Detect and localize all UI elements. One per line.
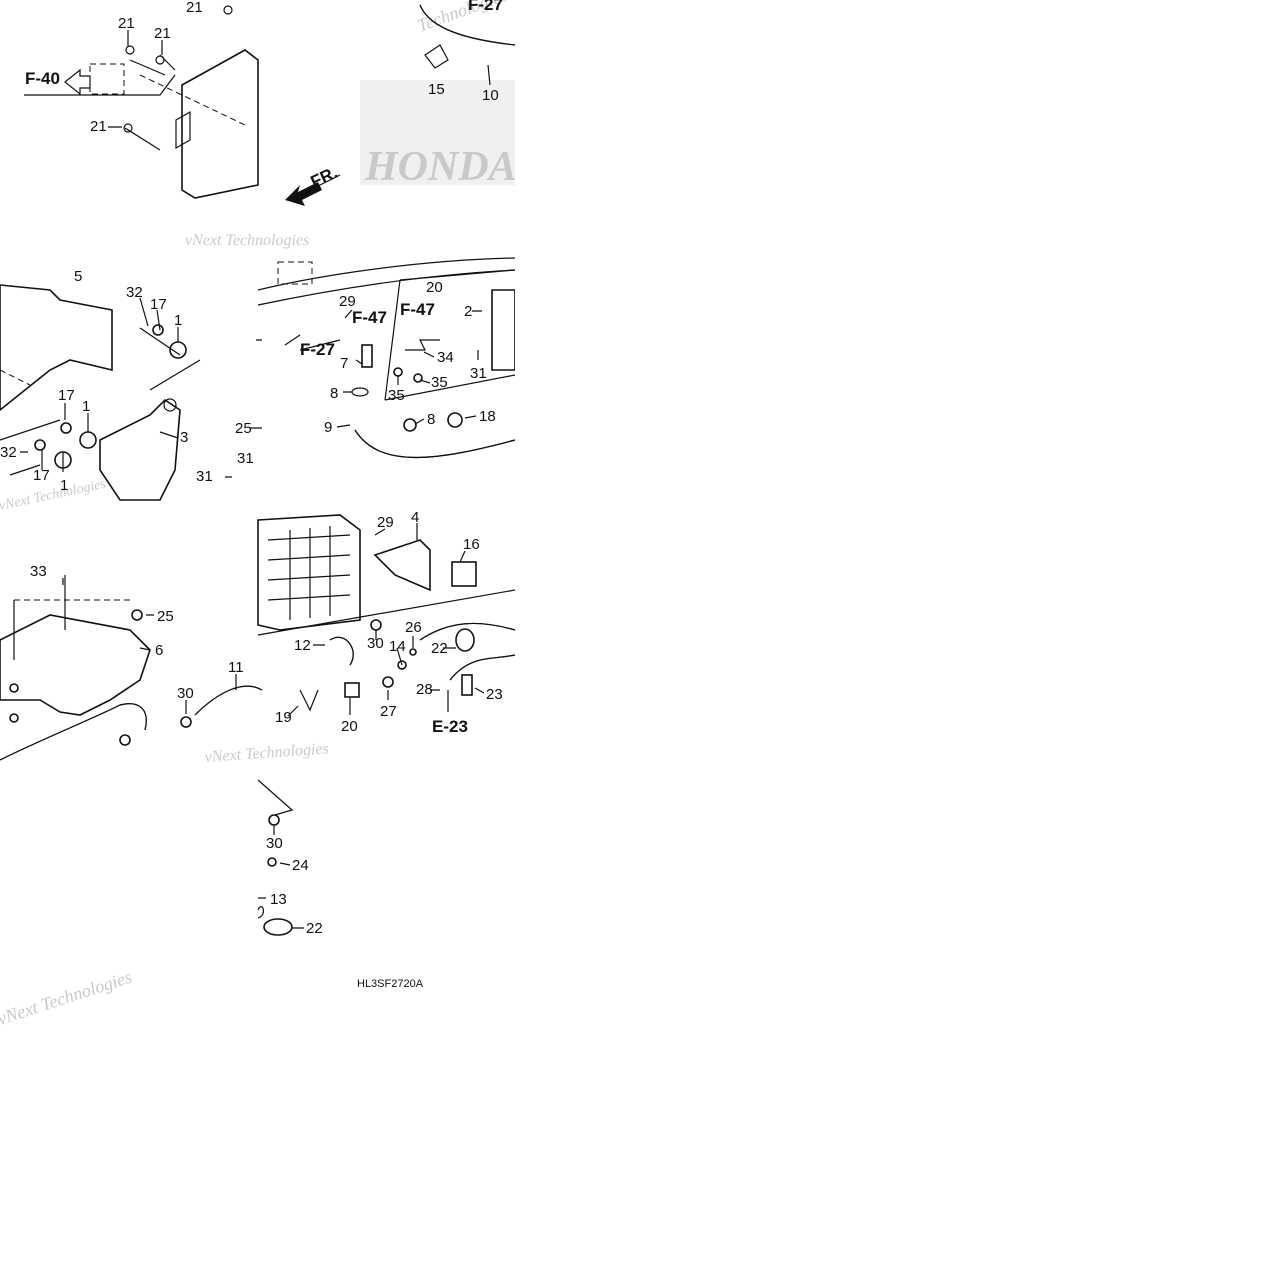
honda-watermark: HONDA [360,80,517,190]
part-label: 20 [341,718,358,735]
panel-small-parts [257,779,294,936]
ref-label: F-47 [400,300,435,319]
part-label: 21 [90,118,107,135]
part-label: 6 [155,642,163,659]
callouts: 21 21 21 21 15 10 5 32 17 1 17 1 3 32 17… [0,0,503,937]
panel-canister-lower [257,514,516,712]
image-code: HL3SF2720A [357,978,424,990]
part-label: 30 [266,835,283,852]
part-label: 8 [427,411,435,428]
ref-label: F-27 [468,0,503,14]
part-label: 17 [58,387,75,404]
front-direction-arrow: FR. [285,163,341,206]
part-label: 31 [196,468,213,485]
panel-mount-bracket [0,284,201,501]
part-label: 30 [367,635,384,652]
part-label: 34 [437,349,454,366]
panel-cover-bracket [24,5,341,201]
part-label: 25 [235,420,252,437]
part-label: 15 [428,81,445,98]
watermark-text: vNext Technologies [0,477,108,514]
part-label: 33 [30,563,47,580]
part-label: 22 [306,920,323,937]
part-label: 2 [464,303,472,320]
part-label: 17 [150,296,167,313]
part-label: 7 [340,355,348,372]
ref-label: E-23 [432,717,468,736]
part-label: 1 [82,398,90,415]
watermark-text: vNext Technologies [185,232,309,249]
part-label: 27 [380,703,397,720]
part-label: 3 [180,429,188,446]
part-label: 29 [339,293,356,310]
part-label: 25 [157,608,174,625]
part-label: 21 [186,0,203,16]
part-label: 9 [324,419,332,436]
part-label: 29 [377,514,394,531]
part-label: 11 [228,659,244,676]
part-label: 35 [431,374,448,391]
part-label: 8 [330,385,338,402]
part-label: 17 [33,467,50,484]
part-label: 32 [0,444,17,461]
part-label: 35 [388,387,405,404]
panel-hose-upper [419,4,516,86]
part-label: 13 [270,891,287,908]
part-label: 32 [126,284,143,301]
part-label: 26 [405,619,422,636]
part-label: 21 [154,25,171,42]
part-label: 1 [60,477,68,494]
part-label: 12 [294,637,311,654]
part-label: 1 [174,312,182,329]
part-label: 10 [482,87,499,104]
part-label: 24 [292,857,309,874]
part-label: 22 [431,640,448,657]
watermark-text: vNext Technologies [0,967,134,1029]
part-label: 31 [237,450,254,467]
brand-watermark-text: HONDA [364,144,517,190]
part-label: 18 [479,408,496,425]
ref-label: F-27 [300,340,335,359]
watermark-text: vNext Technologies [204,740,329,766]
ref-label: F-40 [25,69,60,88]
part-label: 31 [470,365,487,382]
part-label: 14 [389,638,406,655]
part-label: 5 [74,268,82,285]
part-label: 23 [486,686,503,703]
part-label: 30 [177,685,194,702]
part-label: 28 [416,681,433,698]
ref-label: F-47 [352,308,387,327]
part-label: 19 [275,709,292,726]
panel-canister-upper [257,257,516,459]
part-label: 21 [118,15,135,32]
part-label: 20 [426,279,443,296]
part-label: 16 [463,536,480,553]
part-label: 4 [411,509,419,526]
panel-plate-lower [0,575,263,761]
